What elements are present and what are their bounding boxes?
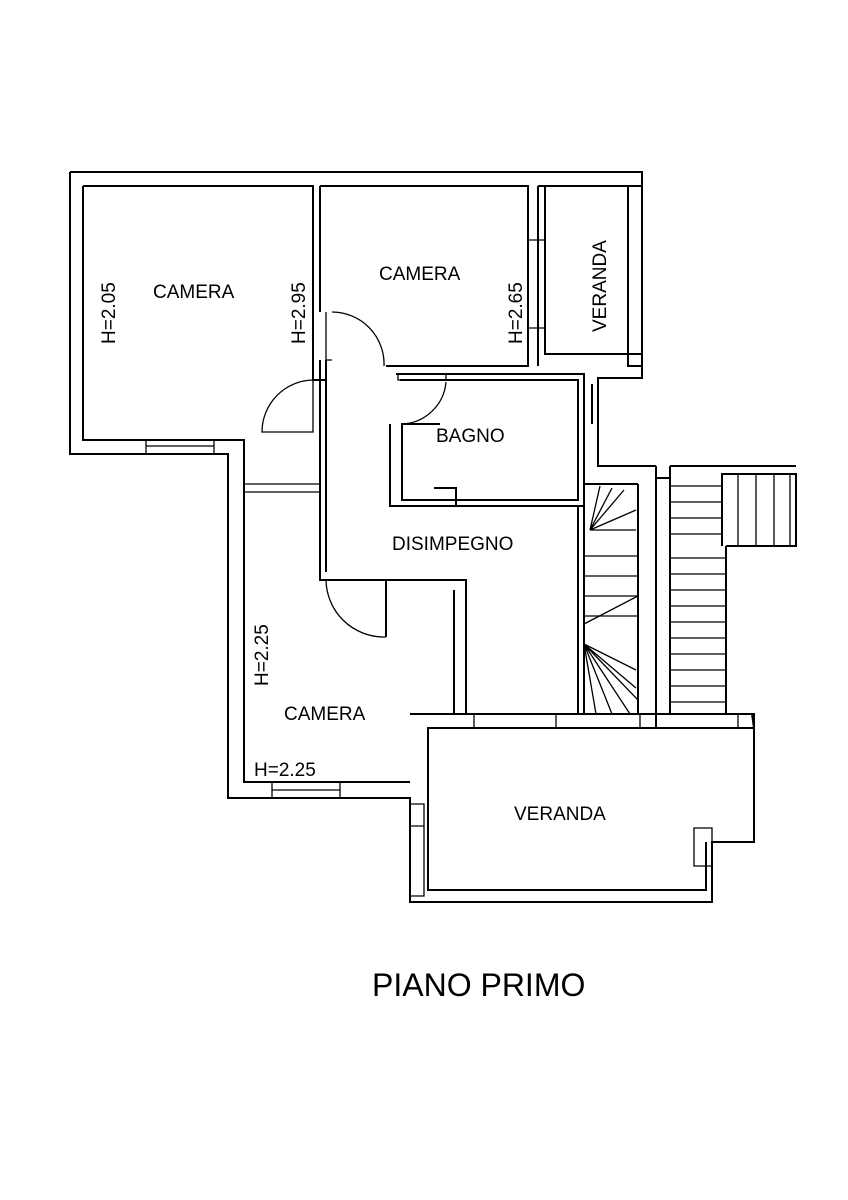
height-label-camera-2: H=2.65: [506, 282, 527, 344]
doors: [261, 311, 447, 638]
plan-title: PIANO PRIMO: [372, 967, 585, 1003]
room-label-veranda-lower: VERANDA: [514, 804, 606, 825]
room-label-disimpegno: DISIMPEGNO: [392, 534, 513, 555]
straight-stair: [655, 465, 797, 728]
room-label-veranda-upper: VERANDA: [590, 240, 611, 332]
height-label-camera-1-right: H=2.95: [289, 282, 310, 344]
room-label-camera-1: CAMERA: [153, 282, 235, 303]
room-label-bagno: BAGNO: [436, 426, 505, 447]
spiral-stair: [577, 483, 639, 715]
height-label-camera-1: H=2.05: [99, 282, 120, 344]
windows: [145, 239, 713, 897]
room-label-camera-3: CAMERA: [284, 704, 366, 725]
interior-walls: [312, 186, 642, 715]
room-label-camera-2: CAMERA: [379, 264, 461, 285]
height-label-camera-3-bottom: H=2.25: [254, 760, 316, 781]
height-label-camera-3-left: H=2.25: [252, 624, 273, 686]
veranda-lower: [410, 713, 755, 891]
